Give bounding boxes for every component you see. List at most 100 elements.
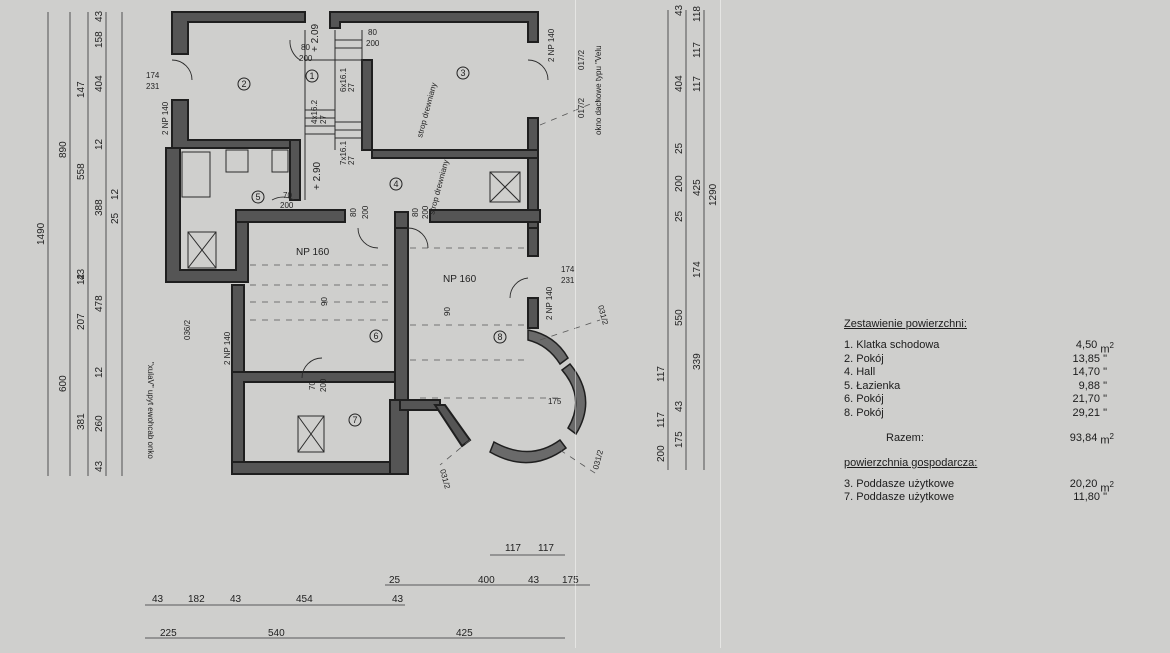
window-label: 2 NP 140 xyxy=(161,101,170,135)
summary-sup: 2 xyxy=(1109,479,1114,489)
summary-title: Zestawienie powierzchni: xyxy=(844,318,967,330)
window-code: 017/2 xyxy=(577,97,586,118)
right-dimension-lines xyxy=(667,10,705,470)
summary-unit: " xyxy=(1103,406,1107,419)
staircase xyxy=(304,30,363,200)
dimension: 147 xyxy=(76,81,87,98)
door-swings xyxy=(171,39,549,379)
room-number: 3 xyxy=(460,68,465,78)
dimension: 425 xyxy=(692,179,703,196)
dimension: 550 xyxy=(674,309,685,326)
summary-name: 7. Poddasze użytkowe xyxy=(844,491,955,504)
summary-sup: 2 xyxy=(1109,341,1114,350)
summary-value: 21,70 xyxy=(1072,393,1100,405)
door-size: 200 xyxy=(366,39,380,48)
summary-name: 1. Klatka schodowa xyxy=(844,339,940,351)
dimension: 175 xyxy=(674,431,685,448)
right-dimensions: 43 404 25 200 425 25 174 550 43 117 117 … xyxy=(656,4,719,462)
stair-label: 27 xyxy=(347,156,356,165)
stair-label: 7x16.1 xyxy=(339,140,348,165)
summary-row: 6. Pokój 21,70 " xyxy=(844,393,1114,407)
dimension: 43 xyxy=(94,10,105,22)
dimension: 12 xyxy=(76,273,87,285)
dimension: 478 xyxy=(94,295,105,312)
room-number: 1 xyxy=(309,71,314,81)
dimension: 43 xyxy=(674,400,685,412)
door-size: 174 xyxy=(146,71,160,80)
dimension: 12 xyxy=(94,366,105,378)
summary-unit: " xyxy=(1103,379,1107,392)
summary-name: 8. Pokój xyxy=(844,406,884,419)
stair-label: 4x16.2 xyxy=(310,99,319,124)
door-size: 200 xyxy=(361,205,370,219)
door-size: 80 xyxy=(368,28,377,37)
dimension: 158 xyxy=(94,31,105,48)
bay-window xyxy=(489,329,587,464)
dimension: 117 xyxy=(538,543,554,554)
dimension: 43 xyxy=(528,575,540,586)
dimension: 43 xyxy=(152,594,164,605)
dimension: 404 xyxy=(94,75,105,92)
room-number: 5 xyxy=(255,192,260,202)
summary-value: 4,50 xyxy=(1075,339,1098,351)
summary-row: 4. Hall 14,70 " xyxy=(844,366,1114,380)
vertical-note: "xulaV" upyt ewohcab onko xyxy=(146,362,155,459)
dimension: 117 xyxy=(656,412,667,428)
summary-name: 3. Poddasze użytkowe xyxy=(844,477,955,490)
dimension: 540 xyxy=(268,628,285,639)
dimension: 600 xyxy=(58,375,69,392)
summary-value: 9,88 xyxy=(1078,379,1100,392)
door-size: 174 xyxy=(561,265,575,274)
window-label: 2 NP 140 xyxy=(547,28,556,62)
summary-subtitle: powierzchnia gospodarcza: xyxy=(844,456,978,469)
door-size: 80 xyxy=(411,208,420,217)
skylight-note: okno dachowe typu "Velu xyxy=(594,45,603,135)
ceiling-note: strop drewniany xyxy=(427,159,450,216)
dimension: 117 xyxy=(692,42,703,58)
door-size: 231 xyxy=(561,276,575,285)
summary-row: 3. Poddasze użytkowe 20,20 m2 xyxy=(844,477,1114,495)
dimension: 225 xyxy=(160,628,177,639)
height-label: 90 xyxy=(443,307,452,316)
dimension: 1290 xyxy=(708,183,719,206)
dimension: 339 xyxy=(692,353,703,370)
stair-label: 27 xyxy=(319,115,328,124)
door-size: 80 xyxy=(301,43,310,52)
dimension: 25 xyxy=(674,210,685,222)
np-label: NP 160 xyxy=(296,247,330,258)
level-label: + 2.09 xyxy=(310,23,321,52)
level-label: + 2.90 xyxy=(312,161,323,190)
summary-row: 2. Pokój 13,85 " xyxy=(844,353,1114,367)
dimension: 12 xyxy=(110,188,121,200)
summary-name: 5. Łazienka xyxy=(844,379,901,392)
door-size: 70 xyxy=(283,191,292,200)
dimension: 117 xyxy=(505,543,521,554)
room-number: 7 xyxy=(352,415,357,425)
room-number: 4 xyxy=(393,179,398,189)
door-size: 200 xyxy=(421,205,430,219)
dimension: 207 xyxy=(76,313,87,330)
door-size: 200 xyxy=(280,201,294,210)
window-code: 017/2 xyxy=(577,49,586,70)
dimension: 43 xyxy=(94,460,105,472)
summary-row: 1. Klatka schodowa 4,50 m2 xyxy=(844,339,1114,356)
summary-unit: m xyxy=(1100,343,1110,356)
summary-unit: m xyxy=(1100,482,1110,495)
dimension: 425 xyxy=(456,628,473,639)
dimension: 117 xyxy=(692,76,703,92)
window-code: 031/2 xyxy=(591,448,605,470)
summary-row: 8. Pokój 29,21 " xyxy=(844,407,1114,421)
door-size: 231 xyxy=(146,82,160,91)
dimension: 200 xyxy=(674,175,685,192)
np-label: NP 160 xyxy=(443,274,477,285)
summary-unit: " xyxy=(1103,491,1107,504)
dimension: 118 xyxy=(692,6,703,22)
dimension: 175 xyxy=(562,575,579,586)
area-summary: Zestawienie powierzchni: 1. Klatka schod… xyxy=(844,318,1114,505)
walls xyxy=(165,11,541,475)
total-sup: 2 xyxy=(1109,432,1114,441)
dimension: 25 xyxy=(389,575,401,586)
dimension: 25 xyxy=(674,142,685,154)
